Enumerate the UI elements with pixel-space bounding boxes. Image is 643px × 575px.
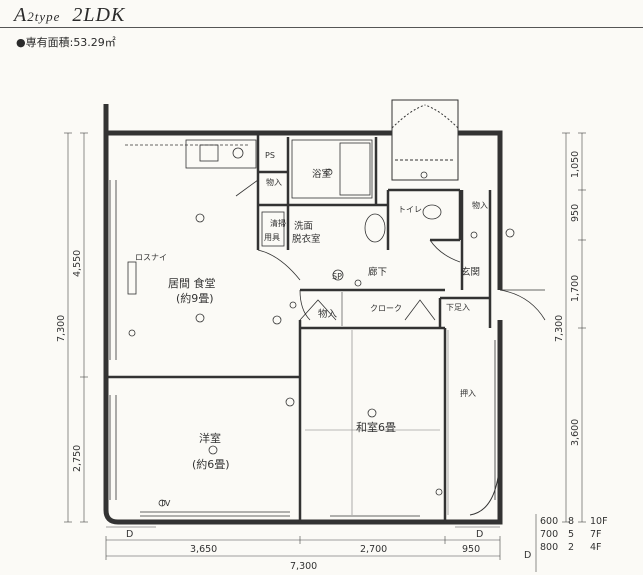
- plan-type-title: A2type 2LDK: [14, 4, 125, 27]
- shoe-storage-label: 下足入: [446, 303, 470, 312]
- dim-right-2: 950: [570, 204, 581, 222]
- d-table-label: D: [524, 550, 531, 561]
- washitsu-label: 和室6畳: [356, 420, 396, 434]
- upper-bay: [391, 99, 459, 181]
- dim-d-left: D: [126, 529, 133, 540]
- western-label: 洋室: [199, 431, 221, 445]
- type-letter: A: [14, 4, 28, 26]
- dim-right-total: 7,300: [554, 315, 565, 342]
- dimension-lines: [64, 132, 586, 560]
- sp-label: SP: [332, 272, 342, 281]
- d-row-2-floor: 7F: [590, 529, 602, 540]
- hall-label: 廊下: [368, 266, 387, 278]
- d-row-1-count: 8: [568, 516, 574, 527]
- light-fixtures: [128, 168, 515, 507]
- door-swings: [235, 179, 546, 321]
- bath-fixtures: [261, 139, 442, 247]
- cleaning-label: 清掃: [270, 218, 286, 228]
- dim-left-total: 7,300: [56, 315, 67, 342]
- d-table: D 600 8 10F 700 5 7F 800 2 4F: [524, 514, 608, 572]
- d-row-3-size: 800: [540, 542, 558, 553]
- dim-bottom-1: 3,650: [190, 544, 217, 555]
- dim-bottom-2: 2,700: [360, 544, 387, 555]
- closet-label: クローク: [370, 304, 402, 313]
- western-size: (約6畳): [192, 457, 230, 471]
- cleaning-label-2: 用具: [264, 233, 280, 242]
- living-label: 居間 食堂: [168, 276, 216, 290]
- dim-right-4: 3,600: [570, 419, 581, 446]
- washroom-label-2: 脱衣室: [292, 233, 321, 245]
- oshiire-label: 押入: [460, 388, 476, 398]
- interior-walls: [106, 133, 492, 522]
- entrance-label: 玄関: [461, 266, 480, 278]
- area-value: 53.29㎡: [73, 36, 116, 49]
- dim-right-3: 1,700: [570, 275, 581, 302]
- toilet-label: トイレ: [398, 205, 422, 214]
- area-line: ●専有面積:53.29㎡: [16, 34, 116, 50]
- kitchen-counter: [127, 139, 257, 295]
- dim-left-lower: 2,750: [72, 445, 83, 472]
- d-row-3-floor: 4F: [590, 542, 602, 553]
- storage-label-2: 物入: [318, 308, 338, 320]
- storage-label-1: 物入: [266, 177, 282, 187]
- d-row-1-floor: 10F: [590, 516, 608, 527]
- windows: [109, 144, 496, 517]
- washroom-label-1: 洗面: [294, 220, 313, 232]
- living-size: (約9畳): [176, 291, 214, 305]
- layout-label: 2LDK: [72, 4, 126, 26]
- d-row-2-size: 700: [540, 529, 558, 540]
- dim-d-right: D: [476, 529, 483, 540]
- area-prefix: ●専有面積:: [16, 36, 74, 49]
- d-row-2-count: 5: [568, 529, 574, 540]
- header-rule: [0, 27, 643, 28]
- dim-right-1: 1,050: [570, 151, 581, 178]
- exterior-walls: [103, 104, 503, 525]
- dim-bottom-3: 950: [462, 544, 480, 555]
- bath-label: 浴室: [312, 168, 331, 180]
- tatami-lines: [305, 330, 449, 515]
- storage-label-3: 物入: [472, 200, 488, 210]
- dim-bottom-total: 7,300: [290, 561, 317, 572]
- ps-label: PS: [265, 151, 275, 160]
- tv-label: TV: [159, 499, 171, 508]
- d-row-3-count: 2: [568, 542, 574, 553]
- d-row-1-size: 600: [540, 516, 558, 527]
- dim-left-upper: 4,550: [72, 250, 83, 277]
- type-sub: 2type: [27, 9, 61, 24]
- kitchen-vent-label: ロスナイ: [135, 253, 167, 262]
